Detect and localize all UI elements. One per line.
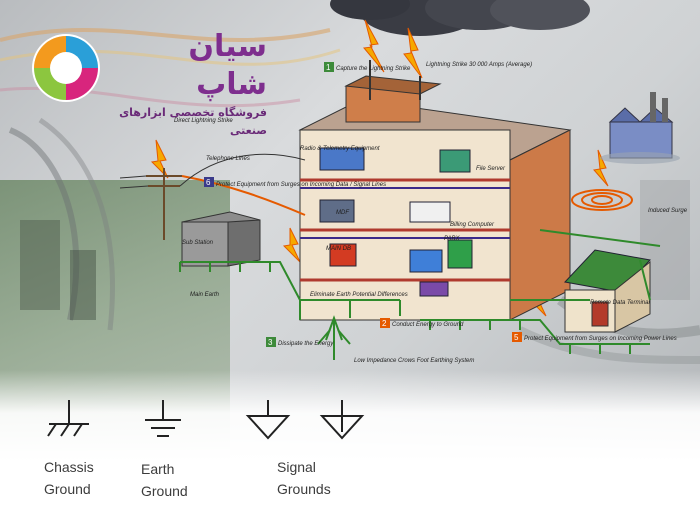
lightning-bolt-icon — [150, 19, 609, 317]
earth-ground-line2: Ground — [141, 483, 188, 499]
signal-ground-icon-alt — [319, 400, 365, 440]
step-6: 6 — [206, 178, 211, 187]
label-protect-power: Protect Equipment from Surges on Incomin… — [524, 336, 677, 342]
brand-block: سیان شاپ فروشگاه تخصصی ابزارهای صنعتی — [112, 28, 267, 137]
chassis-ground-line1: Chassis — [44, 459, 94, 475]
label-radio: Radio & Telemetry Equipment — [300, 146, 380, 152]
substation-box — [181, 211, 261, 267]
label-substation: Sub Station — [182, 240, 214, 246]
label-telephone: Telephone Lines — [206, 156, 250, 162]
earth-ground-label: Earth Ground — [141, 458, 188, 502]
induced-surge-rings — [571, 189, 633, 211]
ground-grid — [179, 229, 661, 360]
label-file-server: File Server — [476, 166, 506, 172]
lightning-protection-diagram: Induced Surge — [120, 0, 688, 364]
brand-tagline: فروشگاه تخصصی ابزارهای صنعتی — [119, 106, 267, 137]
factory-building — [600, 92, 680, 164]
label-protect-data: Protect Equipment from Surges on Incomin… — [216, 182, 386, 188]
label-amps: Lightning Strike 30 000 Amps (Average) — [426, 62, 532, 68]
label-mdf: MDF — [336, 210, 349, 216]
step-3: 3 — [268, 338, 273, 347]
chassis-ground-label: Chassis Ground — [44, 456, 94, 500]
earth-ground-icon — [145, 400, 181, 437]
label-low-impedance: Low Impedance Crows Foot Earthing System — [354, 358, 474, 364]
label-dissipate: Dissipate the Energy — [278, 341, 334, 347]
label-pabx: PABX — [444, 236, 461, 242]
label-direct-strike: Direct Lightning Strike — [174, 118, 233, 124]
chassis-ground-line2: Ground — [44, 481, 91, 497]
signal-grounds-line2: Grounds — [277, 481, 331, 497]
label-remote-terminal: Remote Data Terminal — [590, 300, 650, 306]
step-1: 1 — [326, 63, 331, 72]
label-conduct: Conduct Energy to Ground — [392, 322, 464, 328]
storm-clouds — [330, 0, 590, 36]
label-induced-surge: Induced Surge — [648, 208, 688, 214]
power-pole — [120, 153, 306, 240]
signal-grounds-label: Signal Grounds — [277, 456, 331, 500]
step-5: 5 — [514, 333, 519, 342]
main-building — [298, 60, 572, 321]
signal-ground-icon — [245, 400, 291, 440]
brand-name: سیان شاپ — [188, 29, 267, 102]
chassis-ground-icon — [47, 400, 89, 437]
label-billing: Billing Computer — [450, 222, 495, 228]
remote-terminal-house — [564, 249, 651, 333]
label-main-earth: Main Earth — [190, 292, 220, 298]
bottom-fade — [0, 370, 700, 523]
earth-ground-line1: Earth — [141, 461, 175, 477]
step-badges: 1 2 3 5 6 — [204, 62, 522, 347]
label-capture: Capture the Lightning Strike — [336, 66, 411, 72]
label-eliminate: Eliminate Earth Potential Differences — [310, 292, 408, 298]
label-mains-db: MAIN DB — [326, 246, 351, 252]
signal-grounds-line1: Signal — [277, 459, 316, 475]
step-2: 2 — [382, 319, 387, 328]
brand-logo-icon — [32, 34, 100, 102]
